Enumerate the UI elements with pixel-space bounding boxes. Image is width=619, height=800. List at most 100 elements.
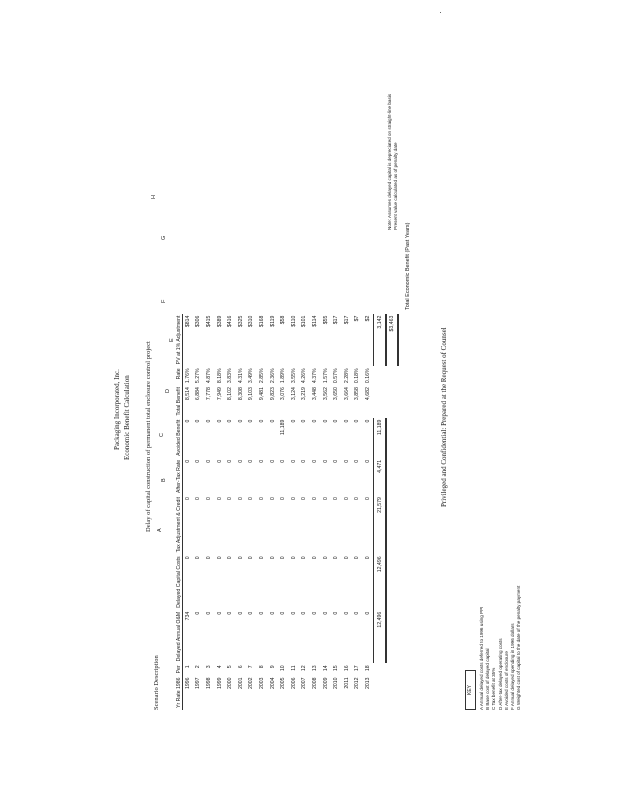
table-cell: 0 (216, 556, 223, 560)
table-cell: 2005 (280, 677, 287, 689)
table-cell: 0 (301, 556, 308, 560)
table-cell: 0 (206, 611, 213, 615)
table-cell: 2004 (269, 677, 276, 689)
table-cell: $325 (237, 315, 244, 328)
table-cell: 0 (322, 419, 329, 423)
table-cell: 6 (237, 665, 244, 669)
table-cell: 0 (206, 459, 213, 463)
table-cell: 0 (259, 497, 266, 500)
table-cell: 0 (354, 497, 361, 500)
table-cell: 14 (322, 665, 329, 672)
table-cell: 17 (354, 665, 361, 672)
table-cell: 2008 (312, 677, 319, 689)
table-cell: 11,189 (280, 419, 287, 436)
table-cell: 8.18% (216, 368, 223, 384)
table-cell: $168 (259, 315, 266, 328)
table-cell: 0 (312, 497, 319, 500)
grand-total-label: Total Economic Benefit (Past Years) (405, 222, 411, 310)
table-cell: 2010 (333, 677, 340, 689)
table-cell: 3,124 (290, 387, 297, 401)
table-cell: $17 (333, 315, 340, 325)
table-cell: 0 (195, 556, 202, 560)
table-cell: 6,884 (195, 387, 202, 401)
col-header-recorded-emissions: Delayed Annual O&M (171, 609, 183, 664)
table-cell: 0 (343, 459, 350, 463)
table-cell: 0 (195, 419, 202, 423)
col-header-rate: Rate (171, 366, 183, 386)
table-cell: 0 (248, 556, 255, 560)
table-cell: 2012 (354, 677, 361, 689)
table-cell: 15 (333, 665, 340, 672)
column-letter-f: F (161, 299, 167, 303)
table-cell: 10 (280, 665, 287, 672)
table-cell: 8 (259, 665, 266, 669)
table-cell: 0 (333, 497, 340, 500)
table-cell: 0 (312, 459, 319, 463)
table-cell: $415 (206, 315, 213, 328)
key-note: F Annual delayed spending in 1996 dollar… (510, 623, 515, 710)
grand-total-value: $3,463 (385, 313, 399, 367)
table-cell: 0 (343, 497, 350, 500)
table-cell: 0 (269, 556, 276, 560)
table-cell: 2003 (259, 677, 266, 689)
table-cell: 0 (301, 419, 308, 423)
table-cell: 0 (259, 556, 266, 560)
total-cell: 4,471 (373, 457, 386, 496)
table-cell: 2006 (290, 677, 297, 689)
total-cell: 3,142 (373, 313, 386, 367)
table-cell: $310 (248, 315, 255, 328)
table-cell: 0 (237, 611, 244, 615)
table-cell: 0 (195, 611, 202, 615)
table-cell: 0 (290, 419, 297, 423)
table-cell: 7,778 (206, 387, 213, 401)
table-cell: 0 (290, 497, 297, 500)
table-cell: 2.28% (343, 368, 350, 384)
table-cell: 0 (333, 419, 340, 423)
table-cell: 4.87% (206, 368, 213, 384)
table-cell: $114 (312, 315, 319, 327)
table-cell: 5.27% (195, 368, 202, 384)
table-cell: 0 (216, 497, 223, 500)
table-cell: 3.83% (227, 368, 234, 384)
key-note: D After-tax delayed operating costs (497, 638, 503, 711)
col-header-present-value: PV at 1% Adjustment (171, 313, 183, 367)
table-cell: 3,650 (333, 387, 340, 401)
table-cell: 1998 (206, 677, 213, 689)
table-cell: 2011 (343, 677, 350, 689)
table-cell: 0 (195, 459, 202, 463)
table-cell: 0 (322, 556, 329, 560)
table-cell: 0 (227, 611, 234, 615)
total-cell: 12,496 (373, 554, 386, 610)
table-cell: $814 (184, 315, 191, 328)
table-cell: 0 (364, 419, 371, 423)
table-cell: $416 (227, 315, 234, 328)
table-cell: 9,103 (248, 387, 255, 401)
table-cell: 4 (216, 665, 223, 669)
empty-cell (386, 385, 399, 418)
schedule-title: Economic Benefit Calculation (123, 375, 131, 460)
table-cell: 12 (301, 665, 308, 672)
key-note: C Tax benefit at 35% (491, 667, 497, 710)
table-cell: 0 (184, 459, 191, 463)
side-note: Note: Assumes delayed capital is depreci… (387, 93, 392, 230)
table-cell: $389 (216, 315, 223, 328)
total-cell (374, 385, 386, 418)
table-cell: 2007 (301, 677, 308, 689)
table-cell: 0 (269, 611, 276, 615)
table-cell: 0 (333, 556, 340, 560)
empty-cell (386, 458, 399, 495)
column-letter-a: A (157, 528, 163, 532)
table-cell: 0 (227, 497, 234, 500)
key-note: E Avoided costs of enclosure (503, 651, 509, 710)
table-cell: 4.31% (237, 368, 244, 384)
table-cell: 1996 (184, 677, 191, 689)
table-cell: 0 (280, 611, 287, 615)
